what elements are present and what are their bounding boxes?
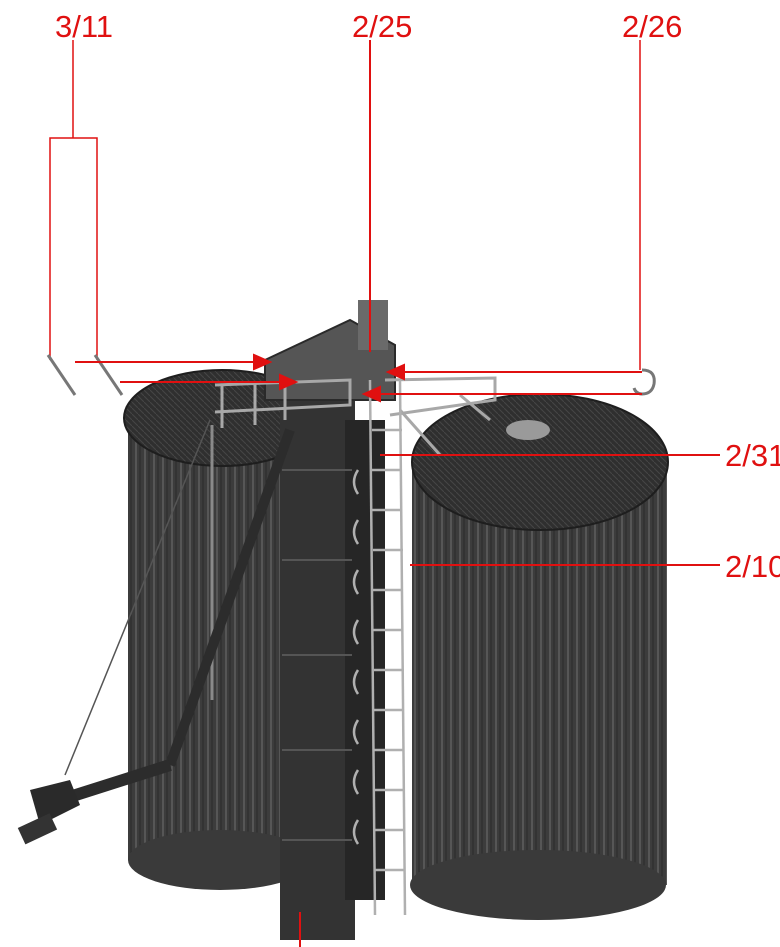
elevator-tower — [280, 390, 385, 940]
callout-labels: 3/11 2/25 2/26 2/31 2/10 — [55, 9, 780, 584]
right-silo-hatch — [506, 420, 550, 440]
arrow-head — [279, 373, 299, 391]
right-silo-roof — [411, 393, 669, 531]
arrow-head — [385, 363, 405, 381]
loose-piece-a — [46, 354, 77, 396]
arrow-head — [253, 353, 273, 371]
callout-3-11: 3/11 — [55, 9, 113, 44]
catwalk-left — [214, 378, 352, 428]
part-3-11-pieces — [46, 40, 124, 396]
callout-2-31: 2/31 — [725, 438, 780, 473]
catwalk-bridge — [384, 376, 497, 456]
bracket-3-11 — [49, 137, 98, 360]
right-silo — [410, 393, 669, 920]
callout-2-10: 2/10 — [725, 549, 780, 584]
head-house — [264, 300, 396, 401]
head-house-cupola — [358, 300, 388, 350]
ladder-cage — [352, 379, 407, 916]
part-2-26-hook — [632, 40, 656, 396]
loading-spout — [17, 419, 295, 845]
arrow-head — [361, 385, 381, 403]
callout-2-26: 2/26 — [622, 9, 682, 44]
callout-2-25: 2/25 — [352, 9, 412, 44]
leader-lines — [75, 40, 720, 947]
